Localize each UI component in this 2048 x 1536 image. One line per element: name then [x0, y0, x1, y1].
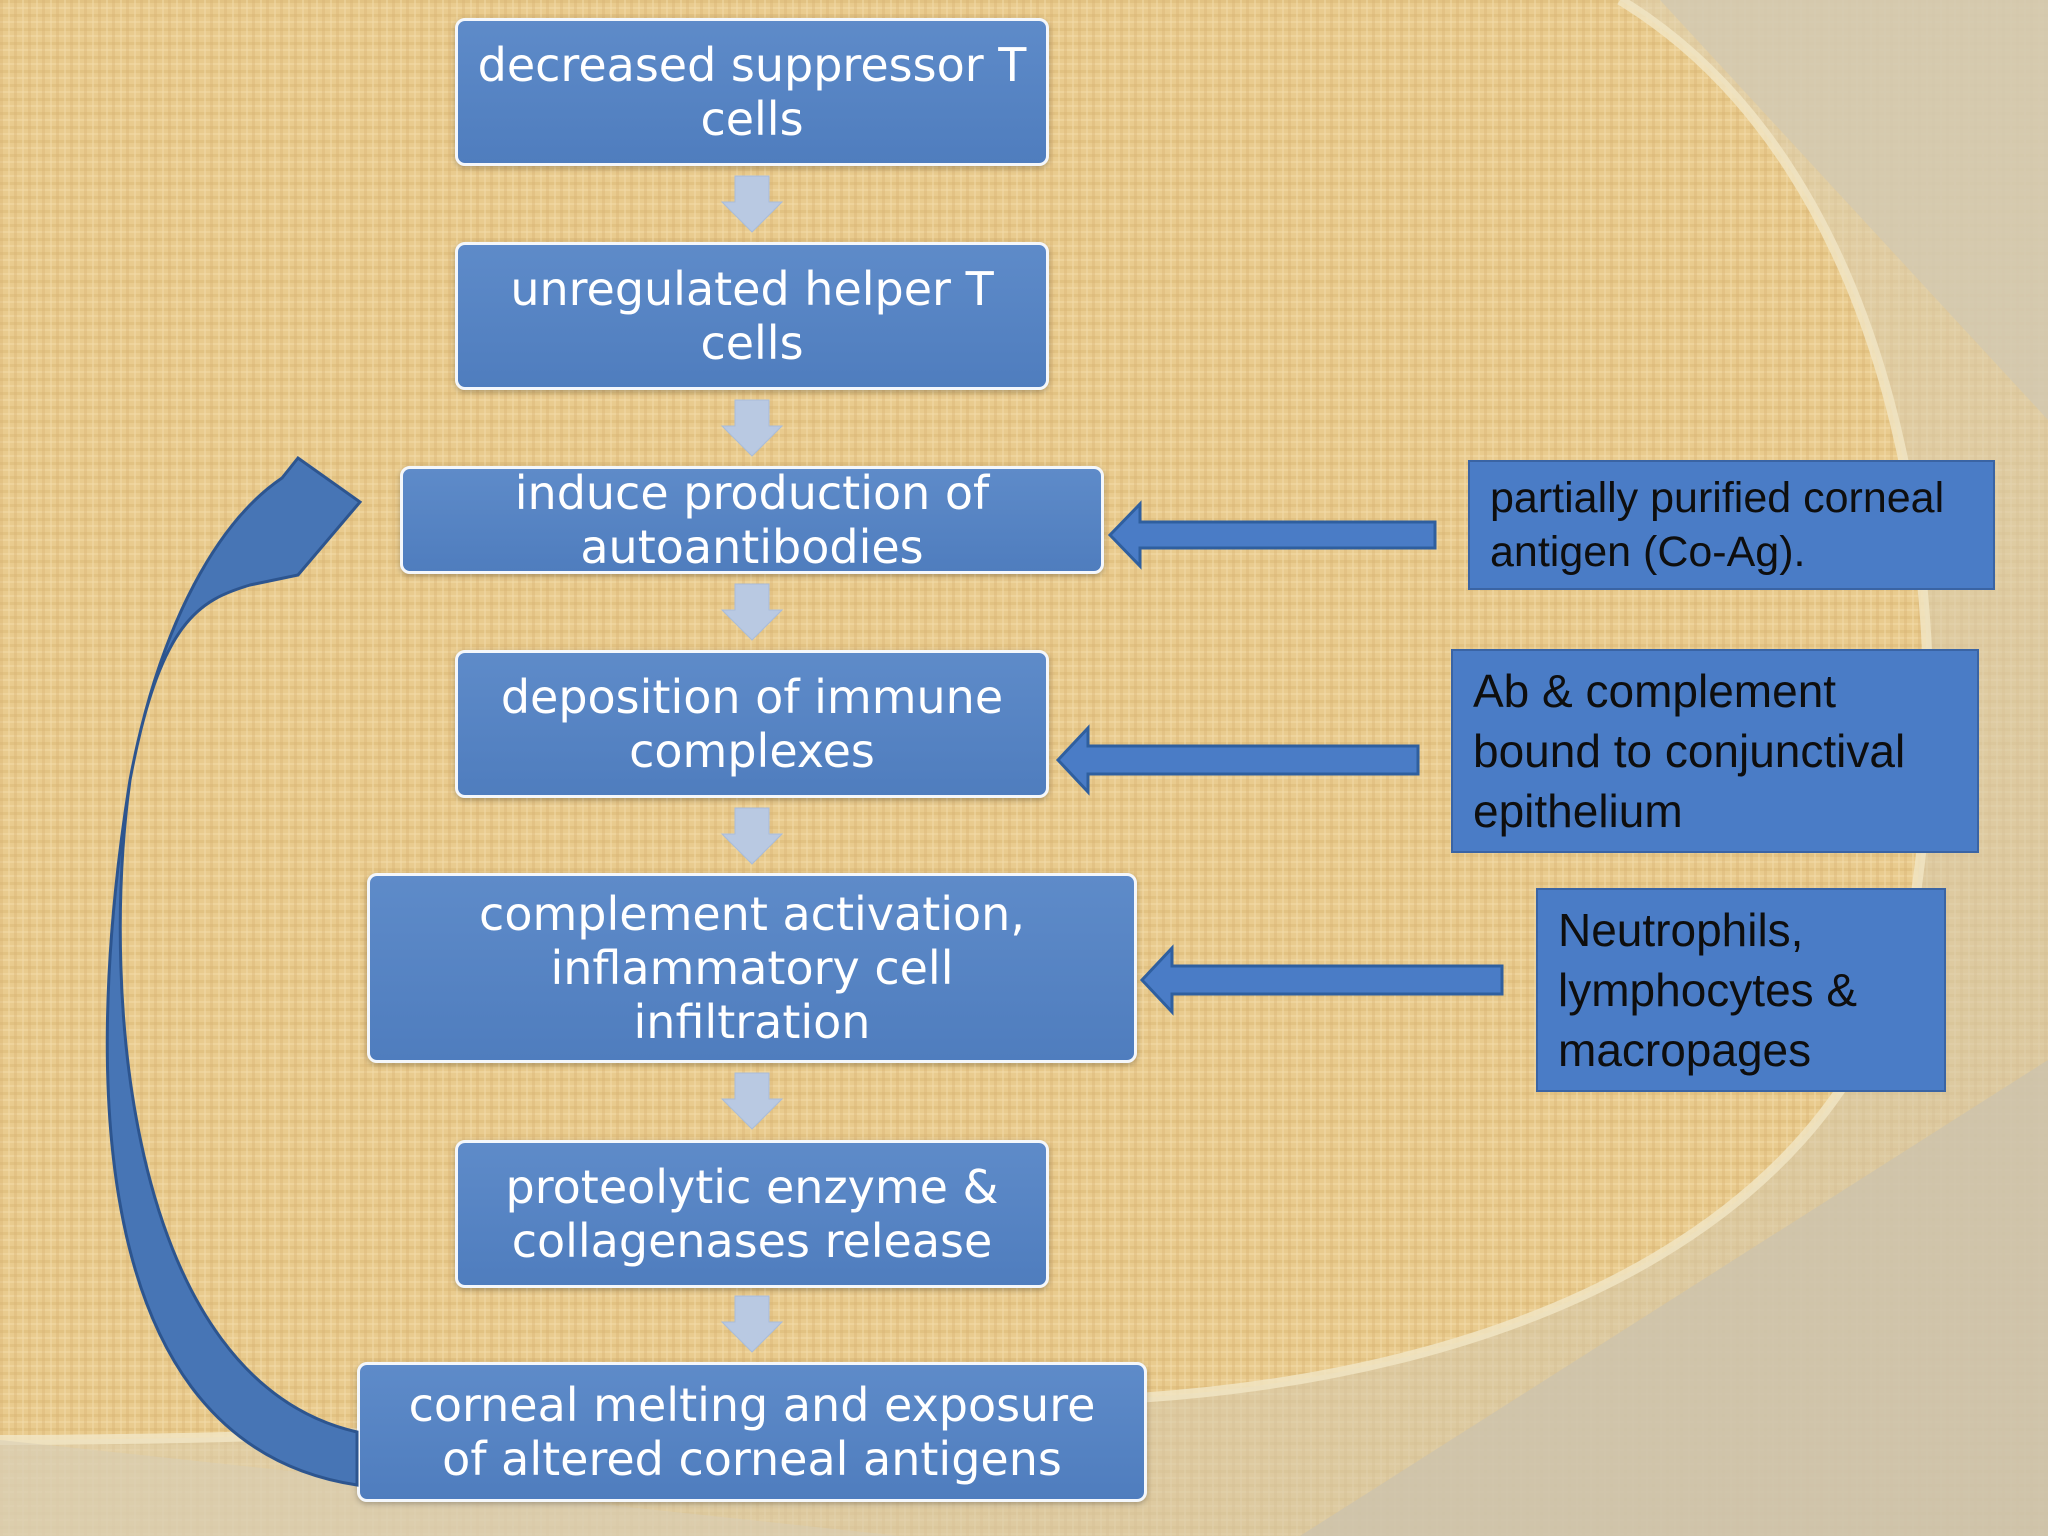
- step-induce-autoantibodies: induce production of autoantibodies: [400, 466, 1104, 574]
- note-inflammatory-cells: Neutrophils, lymphocytes & macropages: [1536, 888, 1946, 1092]
- step-decreased-suppressor-t-cells: decreased suppressor T cells: [455, 18, 1049, 166]
- step-corneal-melting: corneal melting and exposure of altered …: [357, 1362, 1147, 1502]
- step-immune-complex-deposition: deposition of immune complexes: [455, 650, 1049, 798]
- step-complement-activation: complement activation, inflammatory cell…: [367, 873, 1137, 1063]
- note-ab-complement: Ab & complement bound to conjunctival ep…: [1451, 649, 1979, 853]
- step-proteolytic-enzyme-release: proteolytic enzyme & collagenases releas…: [455, 1140, 1049, 1288]
- note-corneal-antigen: partially purified corneal antigen (Co-A…: [1468, 460, 1995, 590]
- step-unregulated-helper-t-cells: unregulated helper T cells: [455, 242, 1049, 390]
